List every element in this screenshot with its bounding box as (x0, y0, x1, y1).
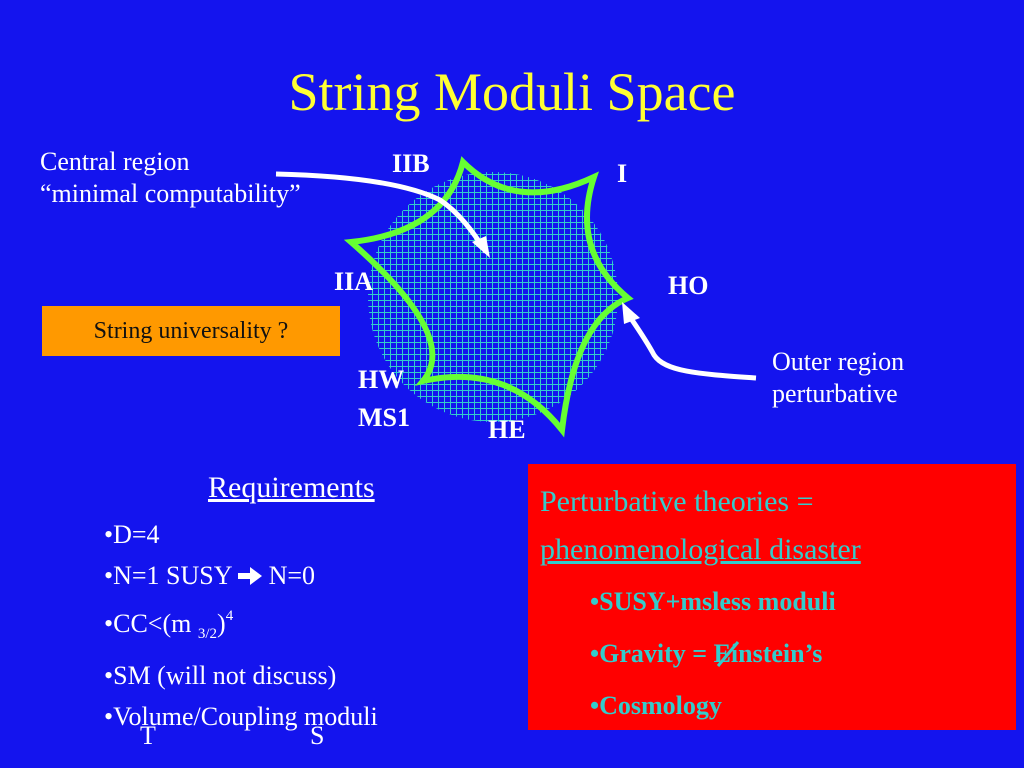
outer-region-arrow (625, 312, 757, 381)
perturbative-heading: Perturbative theories = phenomenological… (540, 478, 861, 574)
outer-region-line1: Outer region (772, 347, 905, 376)
label-iib: IIB (392, 149, 430, 178)
req-susy-left: •N=1 SUSY (104, 561, 239, 590)
req-cc-close: ) (217, 609, 226, 638)
perturbative-box (528, 464, 1016, 730)
req-item-sm: •SM (will not discuss) (104, 661, 337, 690)
req-item-volume: •Volume/Coupling moduli (104, 702, 378, 731)
outer-arrow-head (622, 302, 640, 324)
perturbative-line1: Perturbative theories = (540, 485, 814, 518)
star-outline (343, 156, 634, 438)
moduli-s-label: S (310, 721, 325, 750)
label-i: I (617, 159, 628, 188)
pert-item-gravity: •Gravity = Einstein’s (590, 628, 836, 680)
requirements-heading: Requirements (208, 471, 375, 504)
central-arrow-head (472, 236, 490, 258)
right-arrow-icon (238, 561, 263, 590)
requirements-list: •D=4 •N=1 SUSY N=0 •CC<(m 3/2)4 •SM (wil… (104, 514, 378, 737)
string-universality-box: String universality ? (42, 306, 340, 356)
page-title: String Moduli Space (288, 62, 736, 122)
req-item-susy: •N=1 SUSY N=0 (104, 555, 378, 596)
outer-region-label: Outer region perturbative (772, 346, 904, 410)
perturbative-list: •SUSY+msless moduli •Gravity = Einstein’… (590, 576, 836, 732)
req-cc-sub: 3/2 (197, 626, 218, 642)
req-susy-right: N=0 (262, 561, 316, 590)
label-ms1: MS1 (358, 403, 410, 432)
req-item-d: •D=4 (104, 520, 160, 549)
label-hw: HW (358, 365, 405, 394)
req-cc-left: •CC<(m (104, 609, 198, 638)
label-iia: IIA (334, 267, 374, 296)
central-region-line1: Central region (40, 147, 190, 176)
moduli-t-label: T (140, 721, 156, 750)
label-he: HE (488, 415, 526, 444)
label-ho: HO (668, 271, 709, 300)
central-region-label: Central region “minimal computability” (40, 146, 301, 210)
outer-region-line2: perturbative (772, 379, 898, 408)
pert-item-cosmology: •Cosmology (590, 691, 722, 720)
perturbative-line2: phenomenological disaster (540, 533, 861, 566)
req-item-cc: •CC<(m 3/2)4 (104, 596, 378, 655)
req-cc-sup: 4 (225, 608, 234, 624)
pert-item-susy: •SUSY+msless moduli (590, 587, 836, 616)
pert-gravity-text: •Gravity = Einstein’s (590, 639, 823, 668)
central-region-line2: “minimal computability” (40, 179, 301, 208)
central-region-arrow (275, 171, 489, 254)
not-equal-slash-icon (716, 641, 740, 667)
